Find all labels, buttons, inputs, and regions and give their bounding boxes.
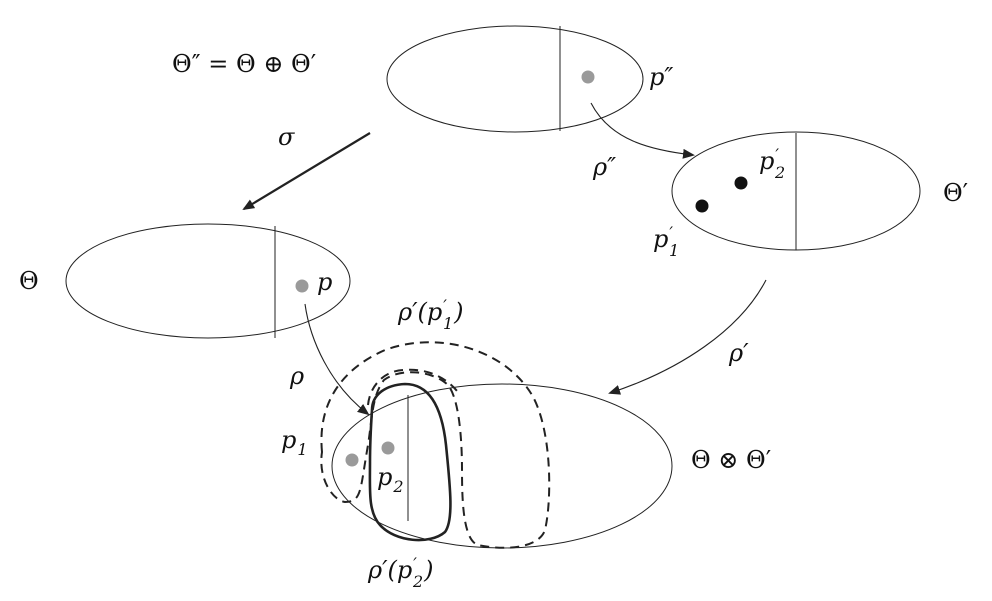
arrow-rho [304,303,370,416]
label-theta-prime: Θ′ [943,179,968,207]
point-p1 [345,453,359,467]
point-p2-prime [734,176,748,190]
label-theta-double-prime: Θ″ = Θ ⊕ Θ′ [172,50,316,78]
arrow-sigma [242,132,371,211]
label-p2-prime: p′2 [759,145,785,182]
arrow-rho-double-prime [590,102,695,159]
label-sigma: σ [278,123,295,151]
label-p1-prime: p′1 [653,223,679,260]
ellipse-theta-double-prime [386,25,644,133]
label-p: p [317,268,332,296]
arrow-rho-prime [608,279,767,395]
region-inner-dashed [367,368,461,406]
label-p-double-prime: p″ [649,63,673,91]
label-rho-prime-p1-prime: ρ′(p′1) [397,296,464,333]
point-p2 [381,441,395,455]
region-rho-prime-p2-prime [368,382,452,542]
ellipse-theta [65,223,351,339]
label-theta: Θ [19,267,39,295]
label-rho-prime-p2-prime: ρ′(p′2) [367,554,434,591]
region-rho-prime-p1-prime [320,341,551,549]
label-theta-tensor: Θ ⊗ Θ′ [691,446,771,474]
point-p [295,279,309,293]
label-rho: ρ [289,362,304,390]
ellipse-theta-prime [671,131,921,251]
label-p2: p2 [377,463,404,496]
label-rho-double-prime: ρ″ [592,153,616,181]
label-rho-prime: ρ′ [728,339,749,367]
point-p1-prime [695,199,709,213]
point-p-double-prime [581,70,595,84]
label-p1: p1 [281,426,308,459]
